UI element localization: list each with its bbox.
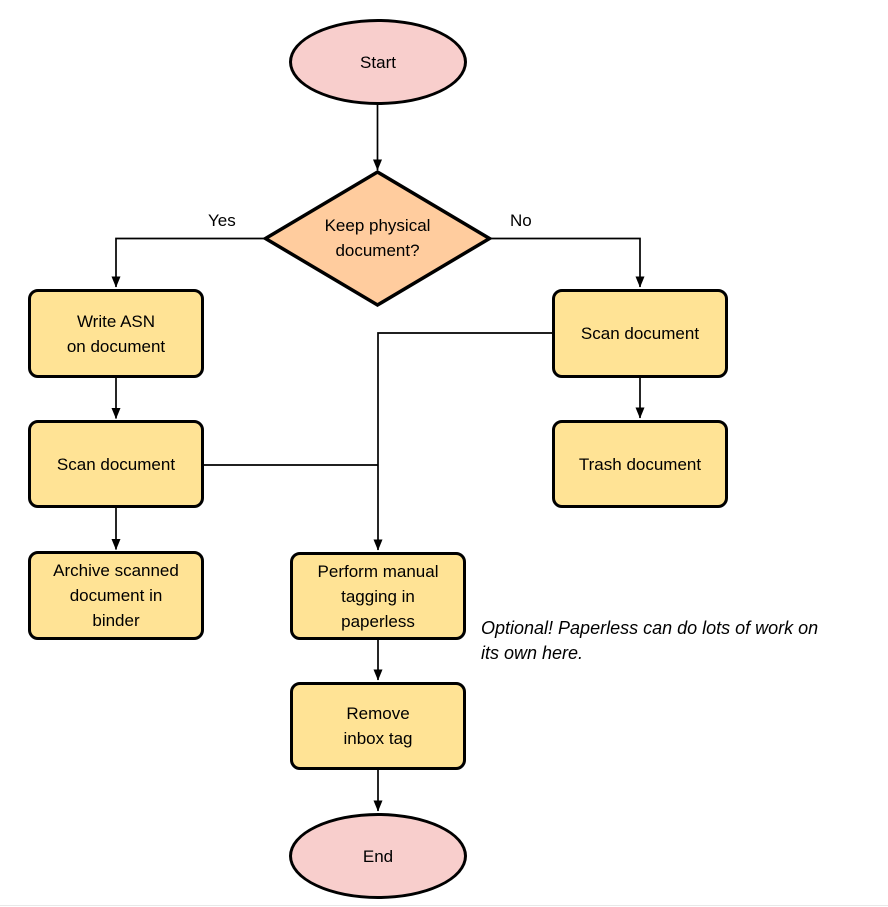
edge-label-no: No (510, 211, 532, 231)
node-archive-label: Archive scanned document in binder (53, 561, 179, 630)
decision-diamond-shape (262, 169, 493, 308)
node-write-asn-label: Write ASN on document (66, 311, 166, 356)
annotation-text: Optional! Paperless can do lots of work … (481, 591, 883, 666)
bottom-divider (0, 905, 888, 906)
node-remove-inbox: Remove inbox tag (290, 682, 466, 770)
node-tagging: Perform manual tagging in paperless (290, 552, 466, 640)
node-decision-label-text: Keep physical document? (324, 216, 431, 260)
node-scan-right: Scan document (552, 289, 728, 378)
node-write-asn: Write ASN on document (28, 289, 204, 378)
edge-label-yes: Yes (208, 211, 236, 231)
node-archive: Archive scanned document in binder (28, 551, 204, 640)
node-scan-left: Scan document (28, 420, 204, 508)
node-remove-inbox-label: Remove inbox tag (343, 704, 413, 748)
edge-decision-to-write-asn (111, 237, 266, 288)
node-tagging-label: Perform manual tagging in paperless (317, 561, 439, 631)
node-scan-right-label: Scan document (580, 324, 700, 343)
node-end-label: End (362, 846, 394, 866)
edge-label-no-text: No (510, 211, 532, 230)
node-trash-label: Trash document (578, 454, 702, 474)
node-start: Start (289, 19, 467, 105)
edge-label-yes-text: Yes (208, 211, 236, 230)
node-scan-left-label: Scan document (56, 454, 176, 474)
node-decision-label: Keep physical document? (290, 213, 465, 263)
annotation-text-content: Optional! Paperless can do lots of work … (481, 618, 819, 663)
node-end: End (289, 813, 467, 899)
node-trash: Trash document (552, 420, 728, 508)
edge-decision-to-scan-right (489, 237, 645, 288)
node-start-label: Start (360, 52, 396, 72)
edge-scan-right-to-tagging (373, 332, 552, 551)
